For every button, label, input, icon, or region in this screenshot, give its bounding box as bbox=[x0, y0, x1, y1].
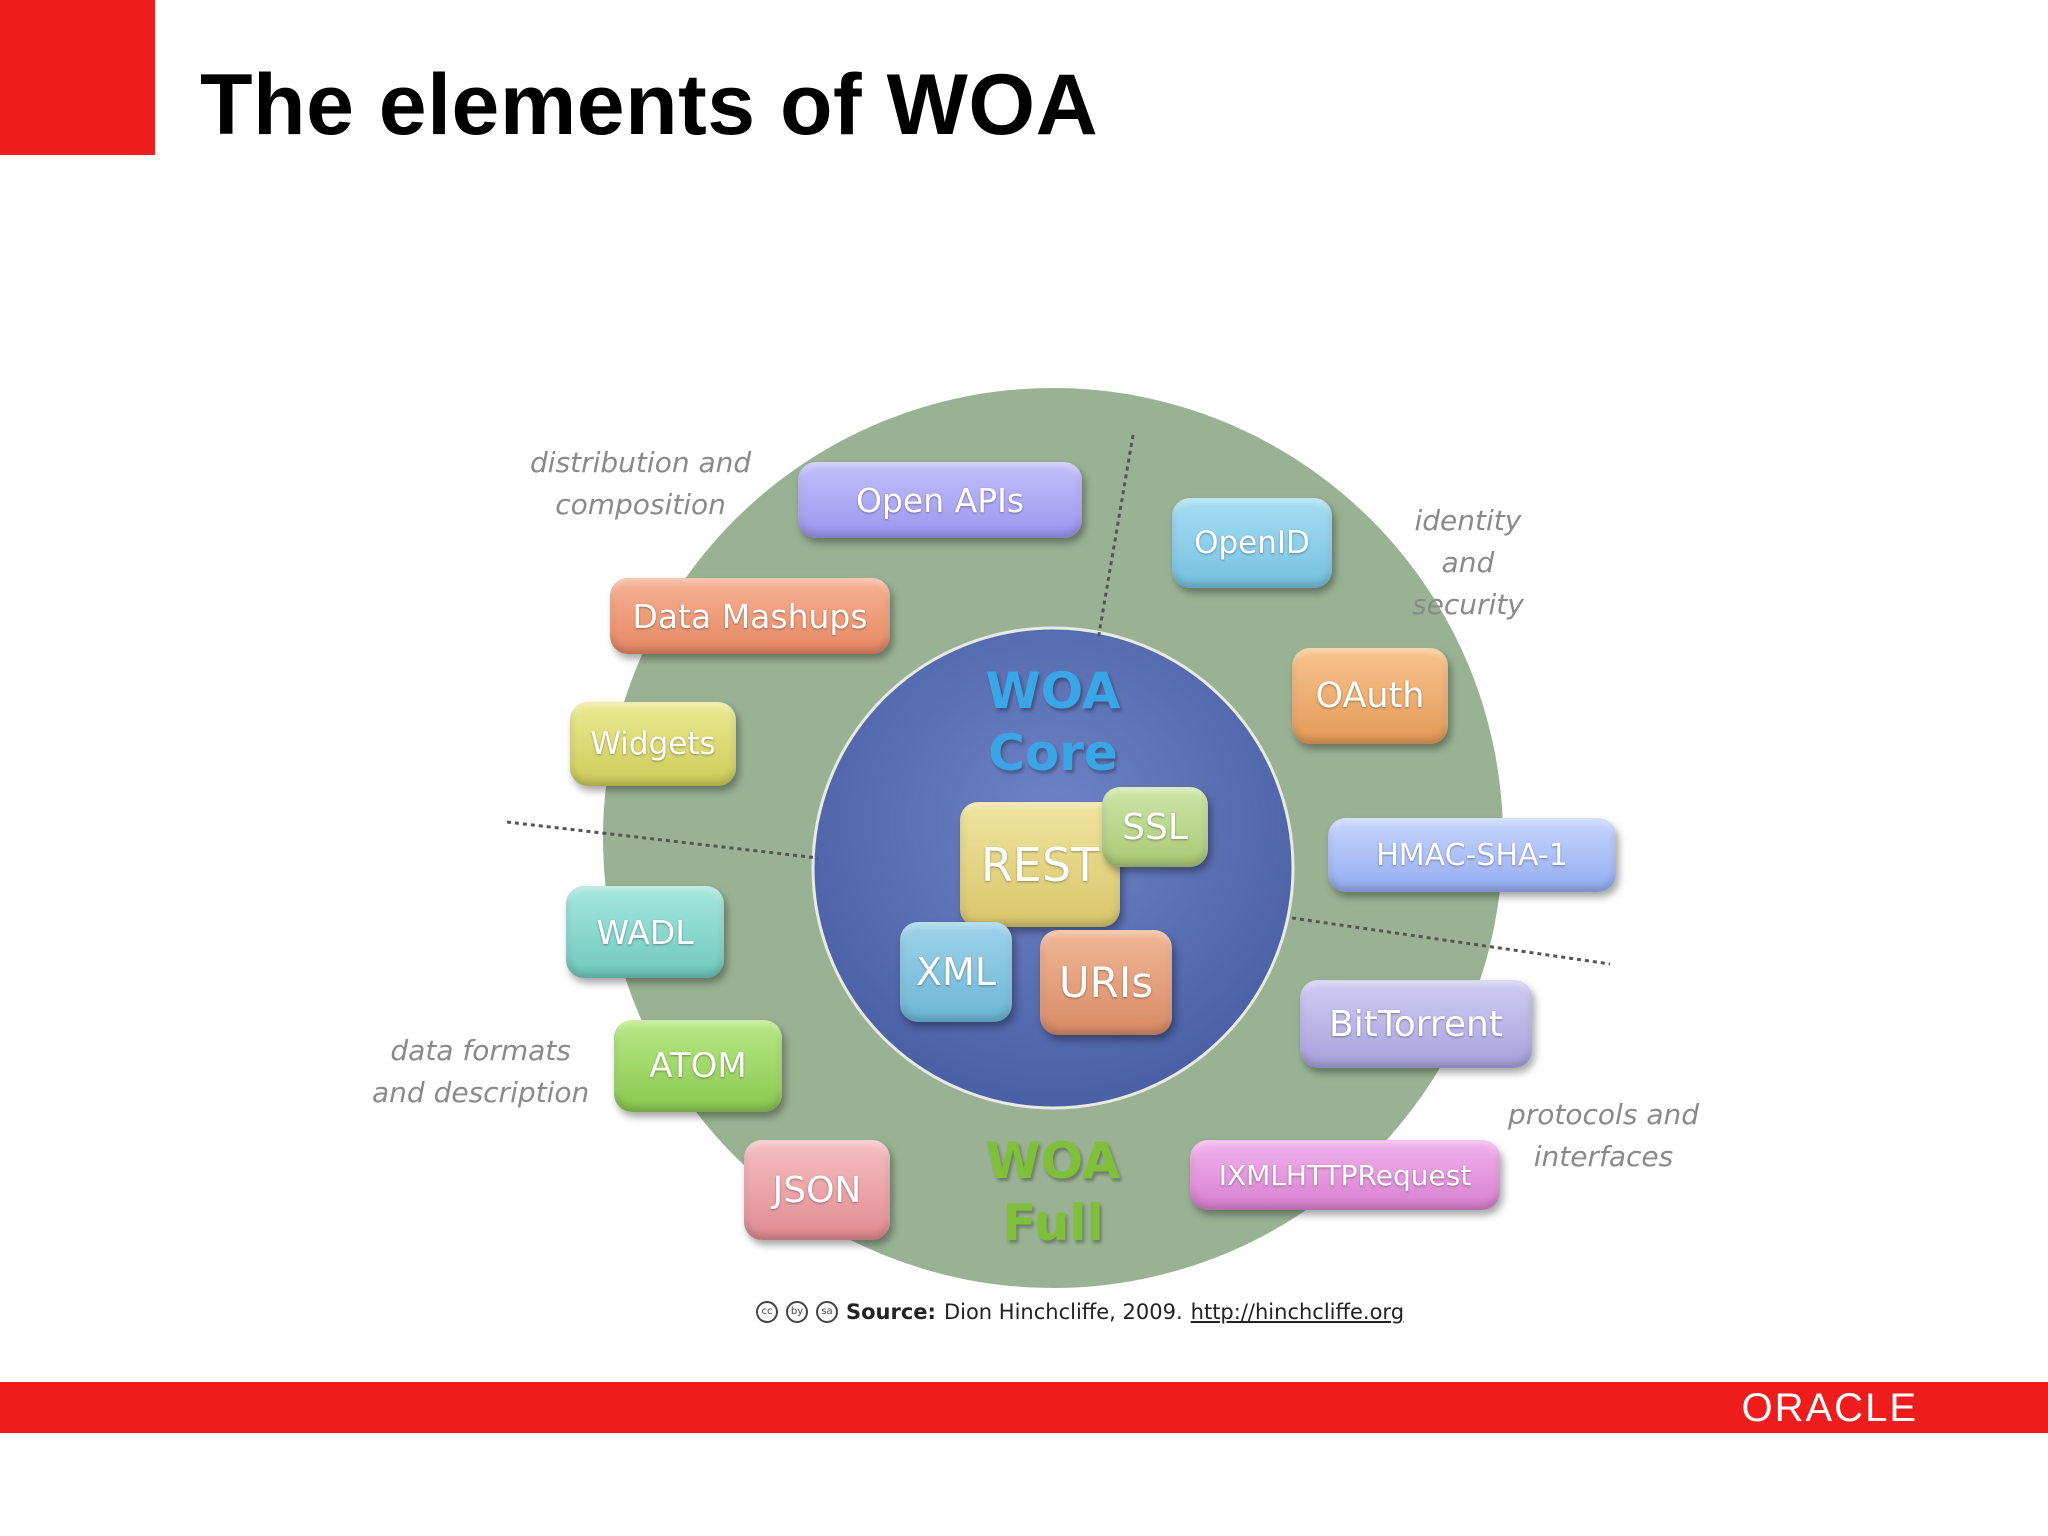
page-title: The elements of WOA bbox=[200, 57, 1099, 153]
woa-full-line2: Full bbox=[1002, 1194, 1104, 1252]
corner-accent bbox=[0, 0, 155, 155]
footer-bar: ORACLE bbox=[0, 1382, 2048, 1433]
cc-icon: cc bbox=[756, 1301, 778, 1323]
woa-core-label: WOA Core bbox=[963, 660, 1143, 784]
category-identity-line1: identity bbox=[1414, 504, 1522, 537]
rest-box: REST bbox=[960, 802, 1120, 927]
ssl-box: SSL bbox=[1102, 787, 1208, 867]
oracle-logo: ORACLE bbox=[1741, 1386, 1918, 1430]
divider-top bbox=[1096, 434, 1135, 641]
data-mashups-pill: Data Mashups bbox=[610, 578, 890, 654]
category-identity-line2: and bbox=[1441, 546, 1495, 579]
widgets-pill: Widgets bbox=[570, 702, 736, 786]
openid-pill: OpenID bbox=[1172, 498, 1332, 588]
source-label: Source: bbox=[846, 1300, 936, 1324]
json-pill: JSON bbox=[744, 1140, 890, 1240]
atom-pill: ATOM bbox=[614, 1020, 782, 1112]
hmac-pill: HMAC-SHA-1 bbox=[1328, 818, 1616, 892]
woa-full-label: WOA Full bbox=[963, 1130, 1143, 1254]
category-data-formats: data formats and description bbox=[372, 1030, 589, 1114]
category-distribution-line2: composition bbox=[555, 488, 726, 521]
oauth-pill: OAuth bbox=[1292, 648, 1448, 744]
woa-full-line1: WOA bbox=[985, 1132, 1121, 1190]
category-protocols-line2: interfaces bbox=[1533, 1140, 1674, 1173]
wadl-pill: WADL bbox=[566, 886, 724, 978]
category-distribution: distribution and composition bbox=[530, 442, 751, 526]
category-identity-line3: security bbox=[1412, 588, 1524, 621]
category-identity: identity and security bbox=[1412, 500, 1524, 626]
by-icon: by bbox=[786, 1301, 808, 1323]
category-protocols: protocols and interfaces bbox=[1508, 1094, 1699, 1178]
xmlhttprequest-pill: IXMLHTTPRequest bbox=[1190, 1140, 1500, 1210]
category-distribution-line1: distribution and bbox=[530, 446, 752, 479]
category-data-formats-line1: data formats bbox=[390, 1034, 571, 1067]
source-link[interactable]: http://hinchcliffe.org bbox=[1190, 1300, 1405, 1324]
woa-core-line2: Core bbox=[988, 724, 1118, 782]
open-apis-pill: Open APIs bbox=[798, 462, 1082, 538]
divider-right bbox=[1291, 916, 1611, 966]
category-protocols-line1: protocols and bbox=[1508, 1098, 1699, 1131]
uris-box: URIs bbox=[1040, 930, 1172, 1035]
source-credit: cc by sa Source: Dion Hinchcliffe, 2009.… bbox=[756, 1300, 1404, 1324]
xml-box: XML bbox=[900, 922, 1012, 1022]
woa-core-line1: WOA bbox=[985, 662, 1121, 720]
bittorrent-pill: BitTorrent bbox=[1300, 980, 1532, 1068]
category-data-formats-line2: and description bbox=[372, 1076, 590, 1109]
sa-icon: sa bbox=[816, 1301, 838, 1323]
source-text: Dion Hinchcliffe, 2009. bbox=[943, 1300, 1183, 1324]
